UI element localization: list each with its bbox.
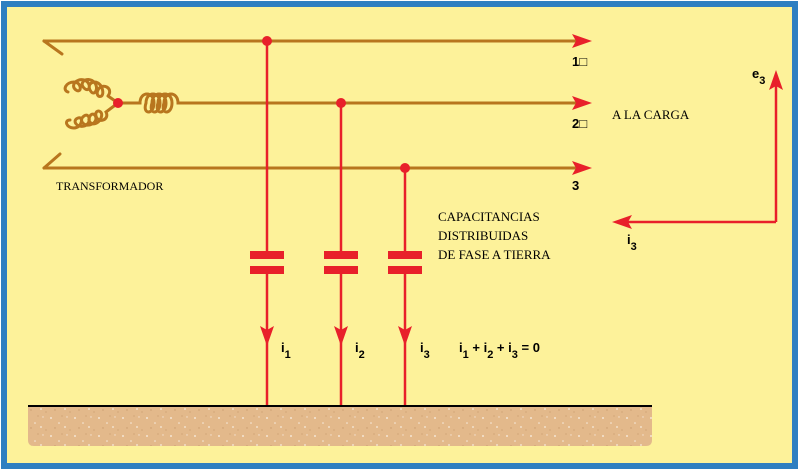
phase1-label: 1□	[572, 54, 587, 69]
phase3-arrow	[572, 161, 592, 175]
i1-arrow	[260, 326, 274, 346]
vector-e3-arrow	[769, 70, 783, 90]
transformer-label: TRANSFORMADOR	[56, 179, 163, 193]
phase2-arrow	[572, 96, 592, 110]
winding-phase3	[42, 101, 120, 170]
winding-phase2	[116, 92, 214, 114]
capacitor3-bottom-plate	[388, 266, 422, 274]
current-sum-equation: i1 + i2 + i3 = 0	[459, 340, 540, 361]
i2-arrow	[334, 326, 348, 346]
tap-nodes	[262, 36, 410, 173]
neutral-node	[113, 98, 123, 108]
i3-arrow	[398, 326, 412, 346]
phase2-label: 2□	[572, 116, 587, 131]
phase1-arrow	[572, 34, 592, 48]
ground-strip	[28, 406, 652, 446]
load-label: A LA CARGA	[612, 107, 690, 122]
vector-i3-arrow	[612, 215, 632, 229]
current-i3-label: i3	[420, 340, 430, 361]
capacitances-label-line2: DISTRIBUIDAS	[438, 228, 528, 243]
capacitor2-bottom-plate	[324, 266, 358, 274]
current-i2-label: i2	[355, 340, 365, 361]
phase-arrowheads	[572, 34, 592, 175]
transformer-windings	[42, 39, 577, 170]
capacitor1-bottom-plate	[250, 266, 284, 274]
tap-node-2	[336, 98, 346, 108]
vector-diagram	[626, 84, 778, 224]
capacitances-label-line3: DE FASE A TIERRA	[438, 247, 551, 262]
current-arrows	[260, 326, 412, 346]
capacitances-label-line1: CAPACITANCIAS	[438, 209, 540, 224]
capacitors	[250, 251, 422, 274]
capacitor-gaps	[262, 259, 410, 266]
capacitor1-top-plate	[250, 251, 284, 259]
vector-i3-label: i3	[627, 232, 637, 253]
vector-e3-label: e3	[752, 66, 765, 87]
tap-node-1	[262, 36, 272, 46]
current-i1-label: i1	[281, 340, 291, 361]
capacitor3-top-plate	[388, 251, 422, 259]
capacitor2-top-plate	[324, 251, 358, 259]
phase3-label: 3	[572, 178, 579, 193]
tap-node-3	[400, 163, 410, 173]
